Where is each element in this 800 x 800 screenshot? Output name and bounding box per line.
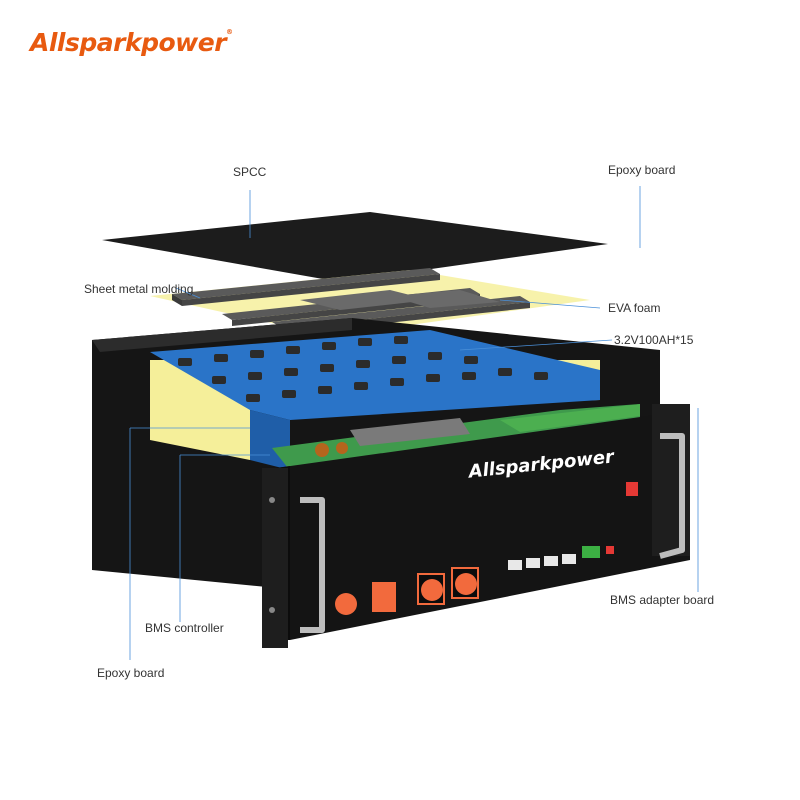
battery-terminal-icon[interactable] (335, 593, 357, 615)
label-cells: 3.2V100AH*15 (614, 333, 694, 347)
rj45-port-icon[interactable] (562, 554, 576, 564)
front-panel (262, 410, 690, 640)
handle-icon (659, 433, 685, 559)
leader-lines (129, 186, 699, 660)
rack-ear-left (262, 468, 288, 648)
label-epoxy-board-bottom: Epoxy board (97, 666, 165, 680)
rj45-port-icon[interactable] (508, 560, 522, 570)
label-sheet-metal-molding: Sheet metal molding (84, 282, 194, 296)
spcc-sheet (102, 212, 608, 282)
dip-switch-icon[interactable] (582, 546, 600, 558)
label-bms-controller: BMS controller (145, 621, 224, 635)
inductor-coil-icon (315, 443, 329, 457)
status-led-icon (606, 546, 614, 554)
label-spcc: SPCC (233, 165, 267, 179)
label-epoxy-board-top: Epoxy board (608, 163, 676, 177)
communication-ports (508, 554, 576, 570)
label-eva-foam: EVA foam (608, 301, 661, 315)
cell-terminals (178, 336, 548, 402)
rj45-port-icon[interactable] (544, 556, 558, 566)
brand-logo: Allsparkpower® (30, 28, 233, 57)
rj45-port-icon[interactable] (526, 558, 540, 568)
battery-terminal-icon[interactable] (421, 579, 443, 601)
breaker-switch-icon[interactable] (626, 482, 638, 496)
battery-terminal-icon[interactable] (455, 573, 477, 595)
inductor-coil-icon (336, 442, 348, 454)
heatsink (350, 418, 470, 446)
battery-terminals (335, 567, 479, 615)
registered-mark-icon: ® (226, 28, 233, 36)
label-bms-adapter-board: BMS adapter board (610, 593, 715, 607)
battery-terminal-icon[interactable] (373, 587, 395, 609)
sheet-metal-bars (172, 268, 530, 334)
handle-icon (300, 497, 325, 633)
